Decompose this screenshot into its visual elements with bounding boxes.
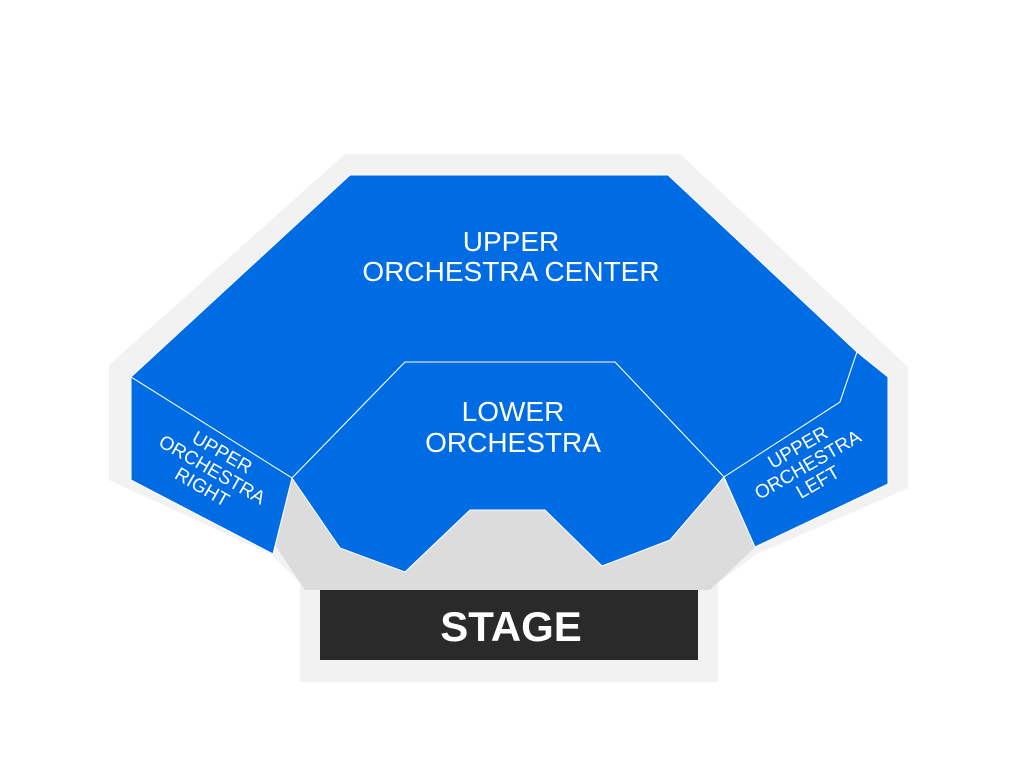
section-lower-orchestra[interactable] [291, 361, 725, 573]
section-upper-orchestra-left[interactable] [723, 351, 889, 548]
upper-orchestra-center-label-line-2: ORCHESTRA CENTER [362, 256, 659, 287]
section-upper-orchestra-right[interactable] [130, 376, 293, 555]
floor-area [275, 478, 755, 590]
stage [320, 590, 698, 660]
lower-orchestra-label-line-2: ORCHESTRA [425, 427, 601, 458]
stage-label: STAGE [440, 603, 582, 650]
upper-orchestra-center-label-line-1: UPPER [463, 226, 559, 257]
lower-orchestra-label-line-1: LOWER [462, 396, 565, 427]
